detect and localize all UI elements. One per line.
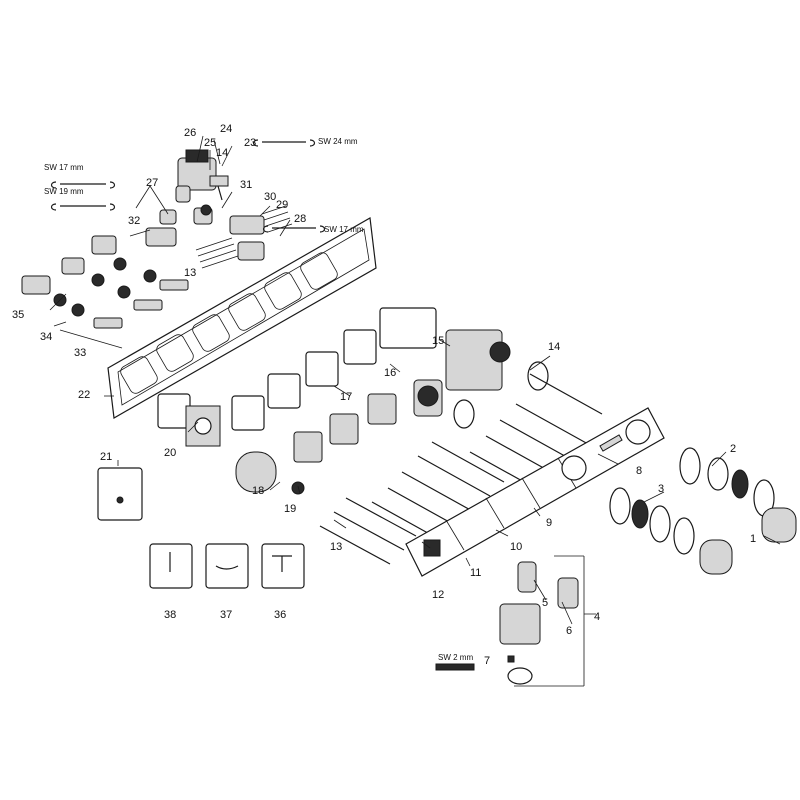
callout-17: 17 [340, 391, 352, 403]
callout-10: 10 [510, 541, 522, 553]
trim-frame-long [107, 217, 377, 419]
wrench-icons [50, 139, 326, 233]
callout-27: 27 [146, 177, 158, 189]
tool-label-sw2: SW 2 mm [438, 653, 473, 662]
shower-holders [435, 561, 579, 685]
callout-16: 16 [384, 367, 396, 379]
callout-25: 25 [204, 137, 216, 149]
tool-label-sw17-top: SW 17 mm [44, 163, 84, 172]
callout-13-lower: 13 [330, 541, 342, 553]
callout-21: 21 [100, 451, 112, 463]
seal-frames-row [157, 307, 437, 463]
mounting-screws [319, 373, 603, 565]
front-control-plate [405, 407, 665, 577]
callout-9: 9 [546, 517, 552, 529]
valve-bodies [413, 329, 549, 429]
callout-15: 15 [432, 335, 444, 347]
callout-26: 26 [184, 127, 196, 139]
single-tiles [97, 451, 305, 589]
callout-4: 4 [594, 611, 600, 623]
callout-30: 30 [264, 191, 276, 203]
callout-14-right: 14 [548, 341, 560, 353]
tool-label-sw17-right: SW 17 mm [324, 225, 364, 234]
callout-12: 12 [432, 589, 444, 601]
callout-23: 23 [244, 137, 256, 149]
callout-5: 5 [542, 597, 548, 609]
callout-24: 24 [220, 123, 232, 135]
callout-34: 34 [40, 331, 52, 343]
callout-32: 32 [128, 215, 140, 227]
callout-38: 38 [164, 609, 176, 621]
callout-31: 31 [240, 179, 252, 191]
callout-2: 2 [730, 443, 736, 455]
callout-22: 22 [78, 389, 90, 401]
callout-6: 6 [566, 625, 572, 637]
callout-13-upper: 13 [184, 267, 196, 279]
callout-lines [49, 135, 781, 687]
callout-28: 28 [294, 213, 306, 225]
callout-33: 33 [74, 347, 86, 359]
callout-1: 1 [750, 533, 756, 545]
tool-label-sw19: SW 19 mm [44, 187, 84, 196]
cartridge-group-upper [159, 149, 293, 269]
callout-37: 37 [220, 609, 232, 621]
cartridge-group-left [21, 227, 189, 329]
callout-11: 11 [470, 567, 481, 579]
callout-8: 8 [636, 465, 642, 477]
callout-29: 29 [276, 199, 288, 211]
callout-18: 18 [252, 485, 264, 497]
tool-label-sw24: SW 24 mm [318, 137, 358, 146]
callout-35: 35 [12, 309, 24, 321]
callout-36: 36 [274, 609, 286, 621]
callout-7: 7 [484, 655, 490, 667]
callout-19: 19 [284, 503, 296, 515]
callout-14-upper: 14 [216, 147, 228, 159]
callout-3: 3 [658, 483, 664, 495]
handles [609, 447, 797, 575]
callout-20: 20 [164, 447, 176, 459]
